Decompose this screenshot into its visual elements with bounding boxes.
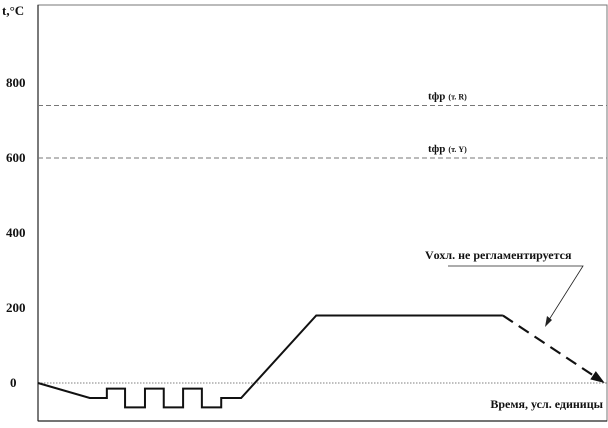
y-tick-labels: 0 200 400 600 800 — [6, 75, 26, 390]
series-line-cooling — [502, 314, 594, 377]
series — [37, 314, 605, 409]
reference-label-sub: (т. R) — [448, 93, 467, 102]
y-tick-label: 800 — [6, 75, 26, 90]
x-axis-title: Время, усл. единицы — [490, 397, 603, 411]
annotation: Vохл. не регламентируется — [425, 248, 584, 327]
plot-border — [37, 4, 608, 422]
annotation-leader — [448, 265, 584, 324]
reference-label: tфр(т. Y) — [428, 143, 467, 155]
reference-label-sub: (т. Y) — [448, 145, 467, 154]
y-axis-title: t,°C — [2, 3, 24, 18]
annotation-arrowhead — [545, 316, 552, 327]
reference-label: tфр(т. R) — [428, 91, 467, 103]
reference-lines: tфр(т. R)tфр(т. Y) — [38, 91, 607, 384]
cooling-arrowhead — [590, 371, 605, 383]
plot-frame — [37, 4, 608, 422]
y-tick-label: 400 — [6, 225, 26, 240]
y-tick-label: 600 — [6, 150, 26, 165]
series-line-profile — [37, 314, 503, 409]
annotation-text: Vохл. не регламентируется — [425, 248, 572, 262]
y-tick-label: 200 — [6, 300, 26, 315]
y-tick-label: 0 — [10, 375, 17, 390]
reference-label-main: tфр — [428, 91, 445, 103]
reference-label-main: tфр — [428, 143, 445, 155]
